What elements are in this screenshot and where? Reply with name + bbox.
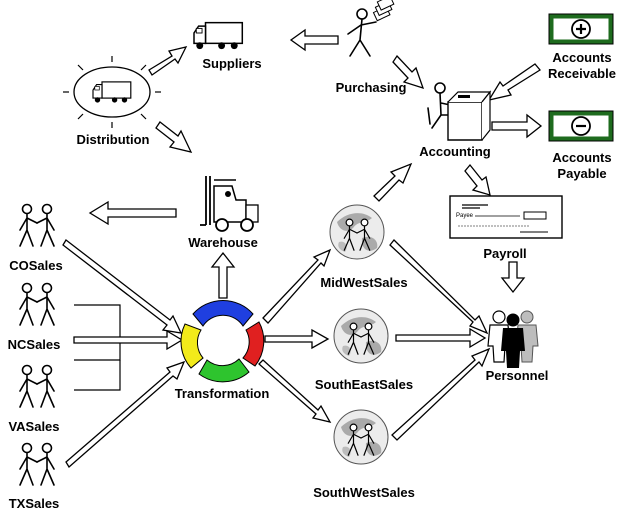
- link-midwest-to-personnel: [389, 239, 489, 335]
- southeastsales-label: SouthEastSales: [315, 377, 413, 392]
- ncsales-label: NCSales: [8, 337, 61, 352]
- node-personnel[interactable]: Personnel: [486, 310, 549, 383]
- cycle-arc-red: [242, 321, 265, 367]
- connectors: [62, 28, 543, 469]
- money-plus-icon: [548, 13, 614, 45]
- txsales-label: TXSales: [9, 496, 60, 510]
- person-carrying-money-icon: [347, 0, 395, 57]
- link-cosales-to-transformation: [62, 239, 183, 334]
- node-transformation[interactable]: Transformation: [175, 300, 270, 401]
- arrow-midwest-to-accounting: [373, 162, 413, 202]
- southwestsales-label: SouthWestSales: [313, 485, 415, 500]
- link-txsales-to-transformation: [65, 360, 186, 469]
- arrow-purchasing-to-suppliers: [289, 28, 339, 52]
- distribution-rays: [63, 56, 161, 128]
- check-payee-label: Payee: [456, 213, 474, 219]
- link-southeast-to-personnel: [395, 327, 487, 349]
- cycle-arc-green: [198, 358, 250, 383]
- link-transformation-to-southeast: [264, 328, 330, 350]
- node-ncsales[interactable]: NCSales: [8, 282, 61, 353]
- node-purchasing[interactable]: Purchasing: [336, 0, 407, 95]
- node-distribution[interactable]: Distribution: [63, 56, 161, 147]
- cycle-arc-yellow: [180, 323, 204, 369]
- link-ncsales-bracket: [74, 304, 121, 361]
- node-southeastsales[interactable]: SouthEastSales: [315, 308, 413, 392]
- personnel-label: Personnel: [486, 368, 549, 383]
- distribution-label: Distribution: [77, 132, 150, 147]
- forklift-icon: [200, 176, 259, 232]
- link-southwest-to-personnel: [391, 347, 491, 441]
- transformation-label: Transformation: [175, 386, 270, 401]
- arrow-distribution-to-suppliers: [148, 46, 188, 76]
- purchasing-label: Purchasing: [336, 80, 407, 95]
- accounting-label: Accounting: [419, 144, 491, 159]
- globe-icon: [333, 409, 389, 465]
- link-transformation-to-southwest: [258, 359, 332, 423]
- node-vasales[interactable]: VASales: [8, 364, 60, 435]
- link-ncsales-to-transformation: [73, 329, 184, 351]
- globe-icon: [329, 204, 385, 260]
- link-vasales-line: [74, 360, 121, 391]
- truck-icon: [193, 21, 244, 50]
- handshake-icon: [19, 442, 55, 486]
- clerk-desk-icon: [427, 82, 492, 141]
- accounts-receivable-label-2: Receivable: [548, 66, 616, 81]
- node-warehouse[interactable]: Warehouse: [188, 176, 259, 250]
- arrow-receivable-to-accounting: [487, 63, 541, 101]
- money-minus-icon: [548, 110, 614, 142]
- node-cosales[interactable]: COSales: [9, 203, 63, 274]
- globe-icon: [333, 308, 389, 364]
- cycle-arc-blue: [192, 300, 254, 327]
- node-accounts-payable[interactable]: Accounts Payable: [548, 110, 614, 181]
- arrow-payroll-to-personnel: [500, 261, 526, 294]
- node-accounts-receivable[interactable]: Accounts Receivable: [548, 13, 616, 81]
- people-icon: [487, 310, 539, 368]
- accounts-payable-label-1: Accounts: [552, 150, 611, 165]
- handshake-icon: [19, 364, 55, 408]
- node-payroll[interactable]: Payee Payroll: [449, 195, 563, 261]
- arrow-distribution-to-warehouse: [155, 121, 193, 153]
- handshake-icon: [19, 282, 55, 326]
- accounts-payable-label-2: Payable: [557, 166, 606, 181]
- cycle-icon: [180, 300, 265, 383]
- suppliers-label: Suppliers: [202, 56, 261, 71]
- midwestsales-label: MidWestSales: [320, 275, 407, 290]
- money-icon: [372, 0, 395, 22]
- arrow-transformation-to-warehouse: [210, 251, 236, 299]
- node-suppliers[interactable]: Suppliers: [193, 21, 262, 71]
- arrow-accounting-to-payable: [491, 113, 543, 139]
- link-transformation-to-midwest: [262, 248, 332, 324]
- arrow-warehouse-to-cosales: [88, 200, 177, 226]
- accounts-receivable-label-1: Accounts: [552, 50, 611, 65]
- node-midwestsales[interactable]: MidWestSales: [320, 204, 408, 290]
- check-icon: Payee: [449, 195, 563, 239]
- node-accounting[interactable]: Accounting: [419, 82, 492, 159]
- arrow-purchasing-to-accounting: [392, 54, 425, 90]
- vasales-label: VASales: [8, 419, 59, 434]
- cosales-label: COSales: [9, 258, 62, 273]
- node-txsales[interactable]: TXSales: [9, 442, 60, 510]
- warehouse-label: Warehouse: [188, 235, 258, 250]
- node-southwestsales[interactable]: SouthWestSales: [313, 409, 415, 500]
- handshake-icon: [19, 203, 55, 247]
- payroll-label: Payroll: [483, 246, 526, 261]
- arrow-accounting-to-payroll: [464, 163, 491, 196]
